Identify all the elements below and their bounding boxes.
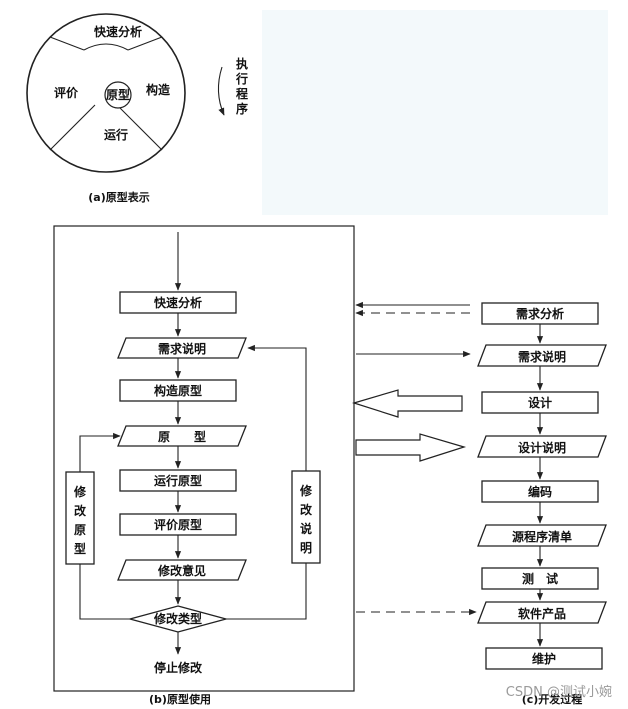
modify-proto-char: 修: [73, 484, 87, 499]
c-step-coding-label: 编码: [527, 484, 552, 499]
loop-arrow: [247, 344, 307, 471]
caption-c: (c)开发过程: [522, 692, 583, 706]
caption-a: (a)原型表示: [88, 190, 149, 204]
loop-line: [226, 563, 307, 620]
hollow-arrow-right: [355, 433, 467, 462]
divider-line: [49, 104, 96, 151]
divider-line: [49, 36, 85, 51]
caption-b: (b)原型使用: [149, 692, 211, 706]
c-step-req-analysis-label: 需求分析: [516, 306, 564, 321]
c-step-test-label: 测 试: [522, 571, 558, 586]
exec-order-char: 执: [236, 56, 248, 71]
modify-proto-char: 原: [74, 523, 86, 537]
c-step-design-label: 设计: [528, 395, 552, 410]
sector-left-label: 评价: [54, 86, 79, 100]
modify-spec-char: 说: [300, 521, 312, 536]
step-opinions: [117, 559, 247, 581]
inner-arc: [83, 43, 129, 51]
modify-proto-char: 型: [74, 541, 86, 556]
step-proto: [117, 425, 247, 447]
exec-order-char: 序: [236, 101, 248, 116]
c-step-design-spec-label: 设计说明: [518, 440, 566, 455]
sector-right-label: 构造: [146, 82, 171, 97]
c-step-maintain-label: 维护: [532, 651, 556, 666]
step-quick-analysis-label: 快速分析: [154, 295, 202, 310]
c-step-design-spec: [477, 435, 607, 458]
execution-order-arrow: [217, 66, 225, 116]
c-step-source-list: [477, 524, 607, 547]
step-opinions-label: 修改意见: [157, 563, 206, 578]
exec-order-char: 行: [235, 71, 248, 86]
hollow-arrow-left: [351, 389, 463, 418]
sector-top-label: 快速分析: [94, 24, 142, 39]
c-step-product-label: 软件产品: [518, 606, 566, 621]
modify-proto-box: [65, 471, 95, 565]
modify-spec-char: 改: [300, 502, 313, 517]
c-step-req-spec-label: 需求说明: [518, 349, 566, 364]
divider-line: [127, 36, 163, 51]
center-label: 原型: [106, 87, 130, 102]
modify-spec-char: 修: [299, 483, 313, 498]
background-panel: [262, 10, 608, 215]
c-step-product: [477, 601, 607, 624]
loop-line: [79, 564, 130, 620]
step-run-proto-label: 运行原型: [154, 473, 202, 488]
sector-bottom-label: 运行: [104, 127, 128, 142]
stop-modify-label: 停止修改: [154, 660, 203, 675]
step-eval-proto-label: 评价原型: [154, 517, 202, 532]
c-step-req-spec: [477, 344, 607, 367]
modify-proto-char: 改: [74, 503, 87, 518]
step-proto-label: 原 型: [158, 429, 206, 444]
center-circle: [104, 81, 132, 109]
decision-modify-type-label: 修改类型: [153, 611, 202, 626]
prototype-circle: 快速分析 评价 构造 运行 原型: [26, 13, 186, 173]
step-req-spec-label: 需求说明: [158, 341, 206, 356]
exec-order-char: 程: [236, 86, 248, 101]
loop-arrow: [79, 432, 121, 472]
divider-line: [116, 104, 163, 151]
watermark: CSDN @测试小婉: [506, 684, 612, 700]
c-step-maintain: [485, 647, 603, 670]
c-step-source-list-label: 源程序清单: [512, 529, 572, 544]
step-build-proto-label: 构造原型: [154, 383, 202, 398]
step-req-spec: [117, 337, 247, 359]
modify-spec-char: 明: [300, 541, 312, 555]
